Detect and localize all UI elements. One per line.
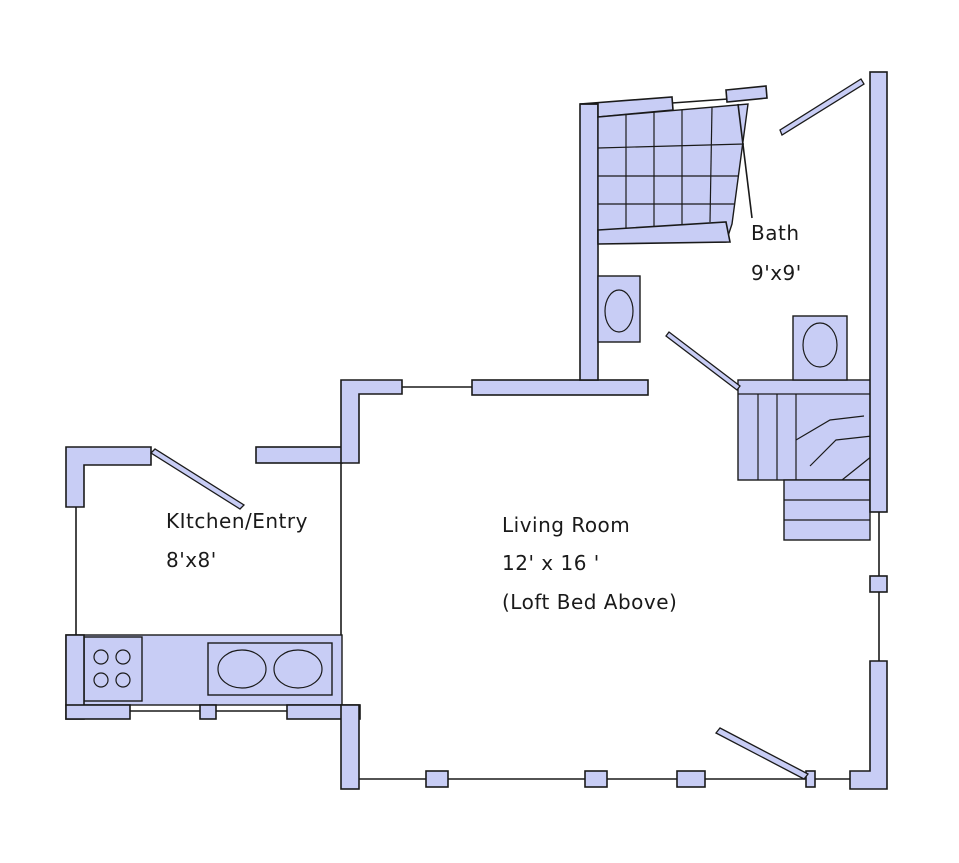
- burner-icon: [115, 672, 131, 688]
- bath-size-label: 9'x9': [751, 261, 802, 285]
- living-bottom-post: [584, 770, 608, 788]
- stair-door: [665, 331, 741, 391]
- living-top-wall: [471, 379, 649, 396]
- bath-right-wall: [869, 71, 888, 513]
- shower-tile: [597, 143, 745, 149]
- burner-icon: [115, 649, 131, 665]
- living-top-left-wall: [340, 379, 403, 464]
- bath-top-window: [671, 98, 729, 104]
- shower-pointer: [737, 103, 753, 219]
- living-note-label: (Loft Bed Above): [502, 590, 677, 614]
- living-bottom-right-wall: [849, 660, 888, 790]
- kitchen-bottom-wall-left: [65, 704, 131, 720]
- sink-basin-left: [217, 649, 267, 689]
- kitchen-entry-door: [149, 448, 246, 510]
- kitchen-entry-area: [65, 446, 361, 720]
- living-front-door: [714, 727, 810, 780]
- burner-icon: [93, 649, 109, 665]
- kitchen-bottom-post: [199, 704, 217, 720]
- stair-winder: [841, 455, 873, 481]
- living-room-area: [340, 379, 888, 790]
- kitchen-top-left-wall: [65, 446, 152, 508]
- living-bottom-post: [676, 770, 706, 788]
- stairs-lower: [783, 479, 871, 541]
- burner-icon: [93, 672, 109, 688]
- bath-area: [579, 71, 888, 513]
- kitchen-top-wall: [255, 446, 343, 464]
- sink-basin-right: [273, 649, 323, 689]
- shower-tile: [709, 106, 713, 223]
- bath-name-label: Bath: [751, 221, 800, 245]
- kitchen-size-label: 8'x8': [166, 548, 217, 572]
- stair-winder: [795, 415, 865, 441]
- kitchen-sink: [207, 642, 333, 696]
- living-name-label: Living Room: [502, 513, 630, 537]
- bath-left-wall: [579, 103, 599, 381]
- living-size-label: 12' x 16 ': [502, 551, 600, 575]
- living-left-wall-lower: [340, 704, 360, 790]
- living-bottom-post: [425, 770, 449, 788]
- shower-curb: [597, 221, 731, 245]
- bath-door: [779, 78, 865, 136]
- stove: [83, 636, 143, 702]
- kitchen-name-label: KItchen/Entry: [166, 509, 308, 533]
- bath-sink: [792, 315, 848, 381]
- bath-top-window-post: [725, 85, 768, 103]
- living-bottom-post: [805, 770, 816, 788]
- living-right-post: [869, 575, 888, 593]
- stair-winder: [809, 435, 873, 467]
- toilet-bowl: [604, 289, 634, 333]
- bath-sink-bowl: [802, 322, 838, 368]
